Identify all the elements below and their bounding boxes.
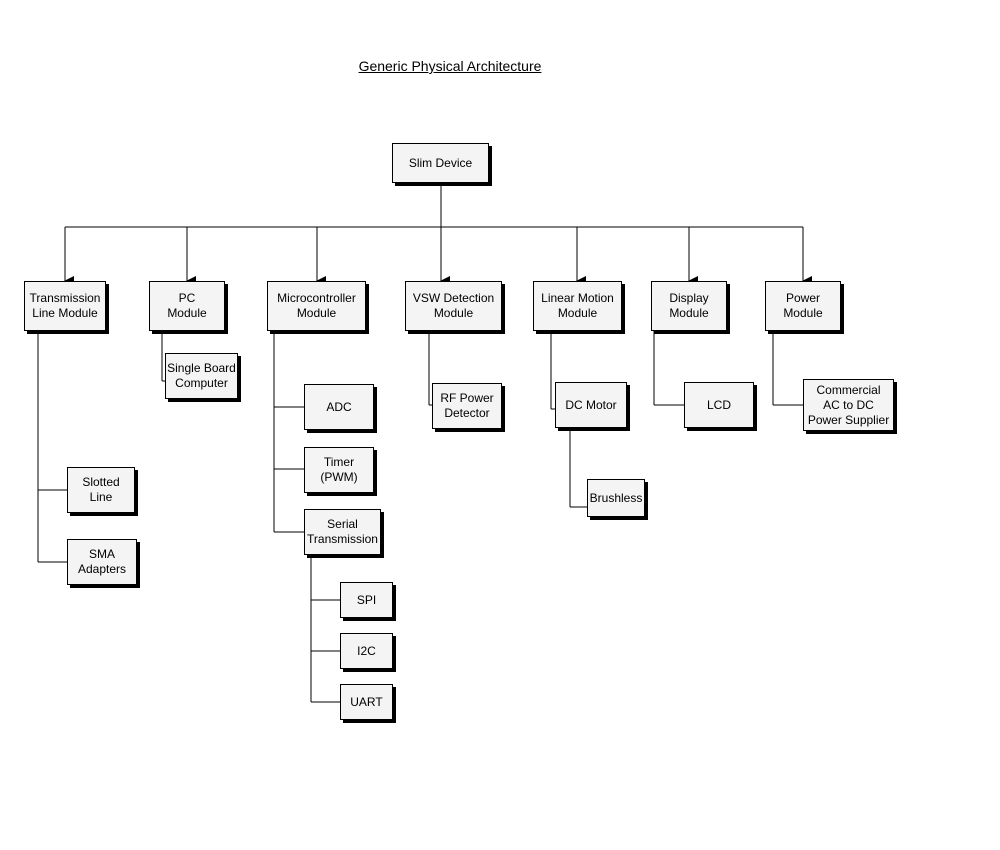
transmission-line-module-box: Transmission Line Module (24, 281, 106, 331)
uart-box: UART (340, 684, 393, 720)
i2c-box: I2C (340, 633, 393, 669)
rf-power-detector-box: RF Power Detector (432, 383, 502, 429)
slotted-line-box: Slotted Line (67, 467, 135, 513)
vsw-detection-module-box: VSW Detection Module (405, 281, 502, 331)
timer-pwm-box: Timer (PWM) (304, 447, 374, 493)
linear-motion-module-box: Linear Motion Module (533, 281, 622, 331)
microcontroller-module-box: Microcontroller Module (267, 281, 366, 331)
power-module-box: Power Module (765, 281, 841, 331)
slim-device-box: Slim Device (392, 143, 489, 183)
diagram-title: Generic Physical Architecture (358, 58, 542, 74)
commercial-ac-to-dc-box: Commercial AC to DC Power Supplier (803, 379, 894, 431)
adc-box: ADC (304, 384, 374, 430)
pc-module-box: PC Module (149, 281, 225, 331)
sma-adapters-box: SMA Adapters (67, 539, 137, 585)
lcd-box: LCD (684, 382, 754, 428)
dc-motor-box: DC Motor (555, 382, 627, 428)
display-module-box: Display Module (651, 281, 727, 331)
spi-box: SPI (340, 582, 393, 618)
serial-transmission-box: Serial Transmission (304, 509, 381, 555)
brushless-box: Brushless (587, 479, 645, 517)
single-board-computer-box: Single Board Computer (165, 353, 238, 399)
